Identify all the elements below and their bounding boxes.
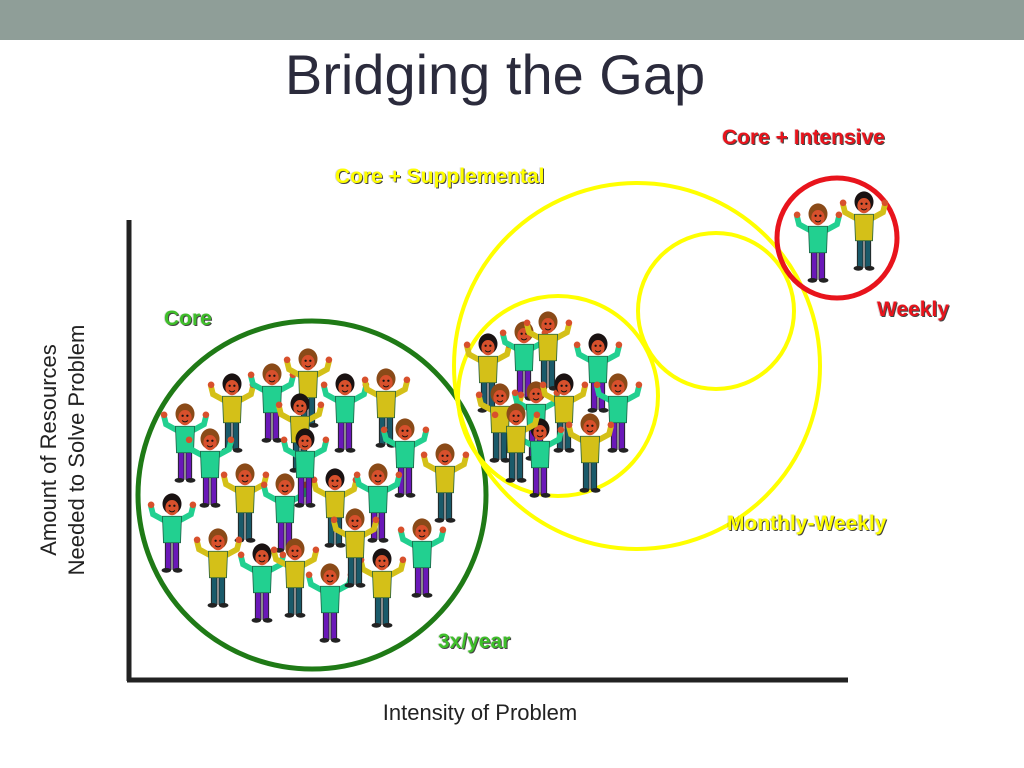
student-figure bbox=[160, 403, 210, 483]
student-figure bbox=[491, 403, 541, 483]
slide-title: Bridging the Gap bbox=[284, 43, 706, 106]
student-figure bbox=[305, 563, 355, 643]
three-times-year-label: 3x/year bbox=[438, 630, 511, 653]
student-figure bbox=[357, 548, 407, 628]
student-figure bbox=[397, 518, 447, 598]
student-figure bbox=[280, 428, 330, 508]
student-figure bbox=[793, 203, 843, 283]
y-axis-label-line1: Amount of Resources bbox=[36, 344, 61, 556]
y-axis-label-line2: Needed to Solve Problem bbox=[64, 324, 89, 576]
student-figure bbox=[573, 333, 623, 413]
intensive-circle bbox=[774, 175, 900, 301]
core-plus-intensive-label: Core + Intensive bbox=[722, 126, 885, 149]
student-figure bbox=[361, 368, 411, 448]
y-axis-label: Amount of Resources Needed to Solve Prob… bbox=[35, 290, 91, 610]
x-axis-label: Intensity of Problem bbox=[382, 700, 578, 725]
top-bar bbox=[0, 0, 1024, 40]
student-figure bbox=[593, 373, 643, 453]
core-circle bbox=[135, 318, 489, 672]
monthly-weekly-label: Monthly-Weekly bbox=[727, 512, 887, 535]
supplemental-inner-circle bbox=[456, 294, 660, 498]
student-figure bbox=[320, 373, 370, 453]
supplemental-outer-circle bbox=[452, 181, 822, 551]
student-figure bbox=[270, 538, 320, 618]
student-figure bbox=[147, 493, 197, 573]
student-figure bbox=[565, 413, 615, 493]
student-figure bbox=[515, 418, 565, 498]
student-figure bbox=[237, 543, 287, 623]
core-student-group bbox=[147, 348, 470, 643]
weekly-label: Weekly bbox=[877, 298, 949, 321]
student-figure bbox=[380, 418, 430, 498]
supplemental-student-group bbox=[463, 311, 643, 498]
intensive-student-group bbox=[793, 191, 889, 283]
student-figure bbox=[193, 528, 243, 608]
core-plus-supplemental-label: Core + Supplemental bbox=[335, 165, 545, 188]
student-figure bbox=[220, 463, 270, 543]
supplemental-small-circle bbox=[636, 231, 796, 391]
student-figure bbox=[247, 363, 297, 443]
student-figure bbox=[839, 191, 889, 271]
core-label: Core bbox=[164, 307, 212, 330]
student-figure bbox=[330, 508, 380, 588]
student-figure bbox=[420, 443, 470, 523]
student-figure bbox=[185, 428, 235, 508]
